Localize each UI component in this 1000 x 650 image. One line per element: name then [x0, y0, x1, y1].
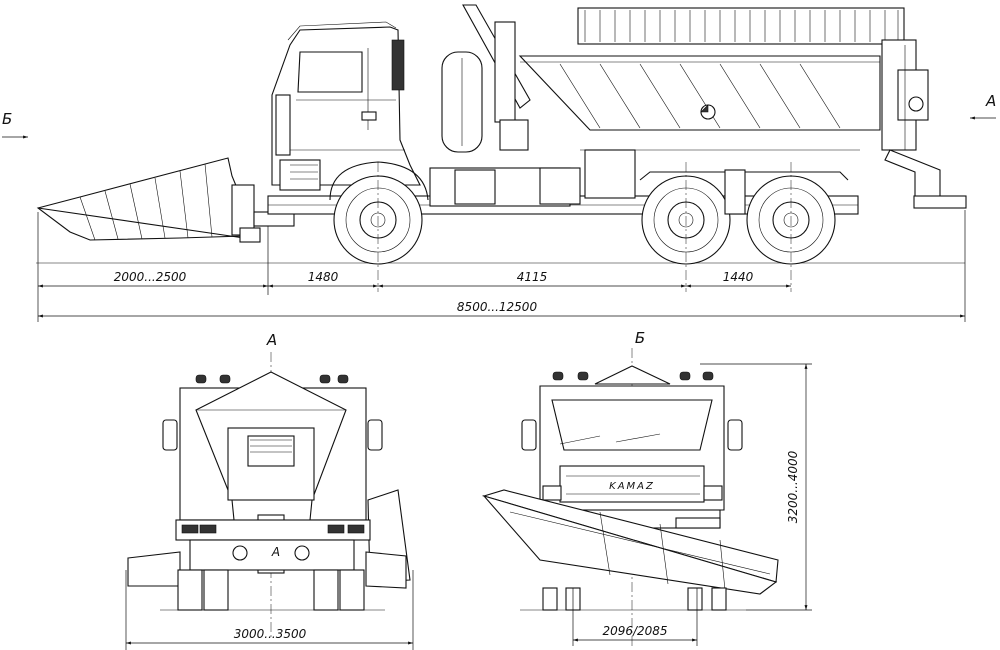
dim-blade-overhang: 2000...2500	[114, 270, 187, 284]
side-view: 2000...2500 1480 4115 1440 8500...12500 …	[2, 4, 996, 322]
dim-overall-length: 8500...12500	[457, 300, 538, 314]
dim-front-to-axle: 1480	[308, 270, 339, 284]
side-cab	[271, 21, 421, 191]
section-mark-left: Б	[2, 110, 12, 128]
side-plow-blade	[36, 157, 295, 243]
dim-wheelbase: 4115	[517, 270, 548, 284]
dim-track: 2096/2085	[602, 624, 667, 638]
section-mark-right: А	[985, 92, 996, 110]
rear-view: А	[125, 331, 414, 650]
front-view: Б KAMAZ	[482, 329, 812, 646]
dim-rear-axles: 1440	[723, 270, 754, 284]
dim-height: 3200...4000	[786, 450, 800, 523]
side-dump-body	[518, 7, 905, 131]
rear-center-mark: А	[271, 545, 280, 559]
side-rear-spreader	[881, 39, 967, 209]
dim-width: 3000...3500	[234, 627, 307, 641]
brand-label: KAMAZ	[609, 481, 655, 492]
front-view-title: Б	[635, 329, 645, 347]
rear-view-title: А	[266, 331, 277, 349]
